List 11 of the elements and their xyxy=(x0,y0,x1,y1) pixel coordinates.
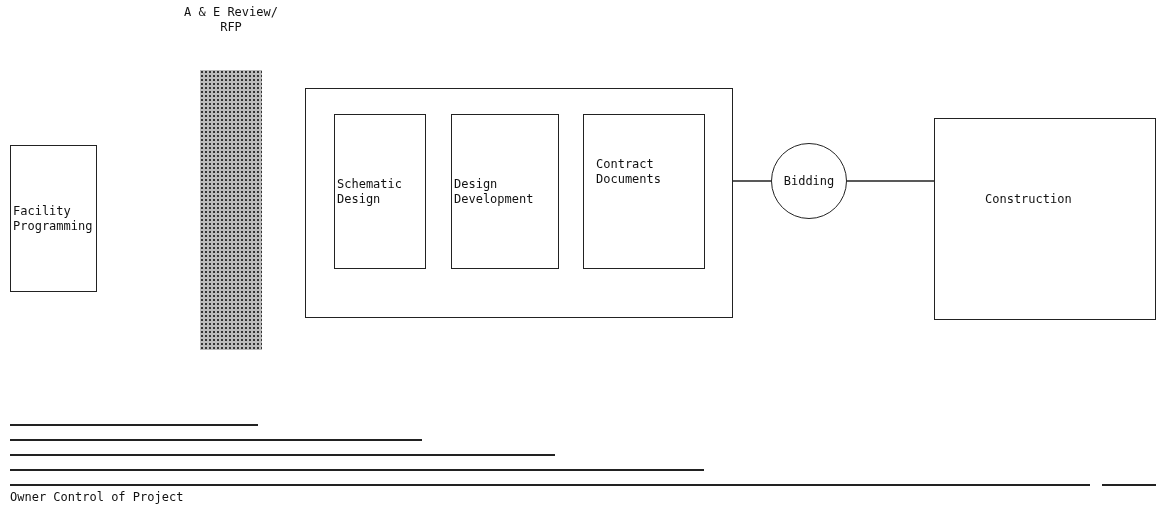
process-circle: Bidding xyxy=(771,143,847,219)
phase-group-box xyxy=(305,88,733,318)
band-heading: A & E Review/ RFP xyxy=(183,5,279,35)
process-box: Construction xyxy=(934,118,1156,320)
connector-line xyxy=(846,180,935,182)
caption-text: Owner Control of Project xyxy=(10,490,184,505)
process-box: Facility Programming xyxy=(10,145,97,292)
process-box: Design Development xyxy=(451,114,559,269)
process-box: Schematic Design xyxy=(334,114,426,269)
process-box: Contract Documents xyxy=(583,114,705,269)
connector-line xyxy=(732,180,772,182)
